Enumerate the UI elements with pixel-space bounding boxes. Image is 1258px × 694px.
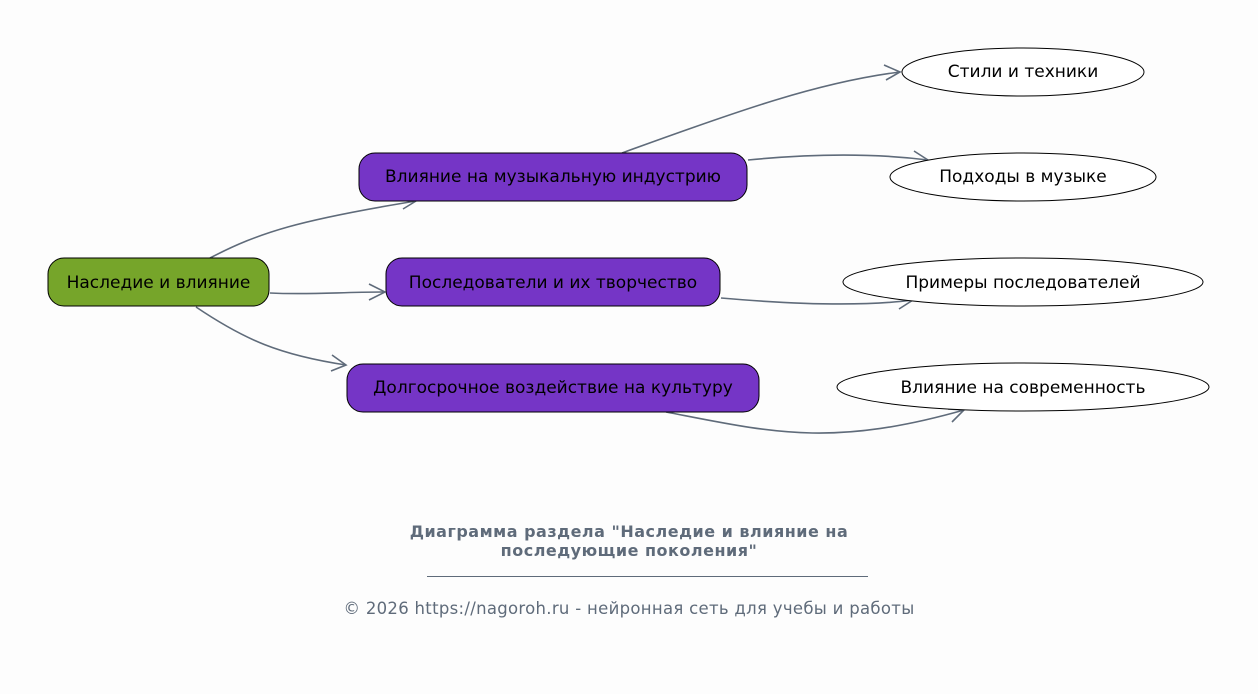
arrowhead-icon bbox=[883, 64, 902, 81]
edge-followers-to-examples bbox=[720, 297, 914, 305]
branch-node-label: Долгосрочное воздействие на культуру bbox=[373, 378, 733, 398]
branch-node-culture[interactable]: Долгосрочное воздействие на культуру bbox=[346, 363, 760, 413]
branch-node-label: Последователи и их творчество bbox=[409, 273, 697, 293]
arrowhead-icon bbox=[368, 283, 387, 301]
edge-culture-to-modernity bbox=[665, 409, 965, 434]
edge-industry-to-styles bbox=[621, 71, 901, 154]
root-node[interactable]: Наследие и влияние bbox=[47, 257, 270, 307]
leaf-node-label: Стили и техники bbox=[948, 62, 1099, 82]
leaf-node-examples[interactable]: Примеры последователей bbox=[842, 257, 1204, 307]
leaf-node-approaches[interactable]: Подходы в музыке bbox=[889, 152, 1157, 202]
diagram-caption-title: Диаграмма раздела "Наследие и влияние на… bbox=[0, 522, 1258, 560]
leaf-node-label: Влияние на современность bbox=[901, 378, 1146, 398]
root-node-label: Наследие и влияние bbox=[67, 273, 251, 293]
leaf-node-label: Подходы в музыке bbox=[939, 167, 1106, 187]
edge-root-to-culture bbox=[195, 306, 347, 366]
edge-root-to-industry bbox=[209, 200, 417, 259]
branch-node-industry[interactable]: Влияние на музыкальную индустрию bbox=[358, 152, 748, 202]
leaf-node-label: Примеры последователей bbox=[905, 273, 1140, 293]
edge-root-to-followers bbox=[269, 291, 386, 295]
leaf-node-styles[interactable]: Стили и техники bbox=[901, 47, 1145, 97]
caption-footer: © 2026 https://nagoroh.ru - нейронная се… bbox=[343, 599, 915, 618]
arrowhead-icon bbox=[330, 354, 348, 372]
branch-node-followers[interactable]: Последователи и их творчество bbox=[385, 257, 721, 307]
edge-industry-to-approaches bbox=[747, 154, 929, 161]
caption-title-line-1: Диаграмма раздела "Наследие и влияние на bbox=[409, 522, 849, 541]
caption-divider bbox=[427, 576, 868, 577]
branch-node-label: Влияние на музыкальную индустрию bbox=[385, 167, 721, 187]
leaf-node-modernity[interactable]: Влияние на современность bbox=[836, 362, 1210, 412]
caption-title-line-2: последующие поколения" bbox=[500, 541, 758, 560]
